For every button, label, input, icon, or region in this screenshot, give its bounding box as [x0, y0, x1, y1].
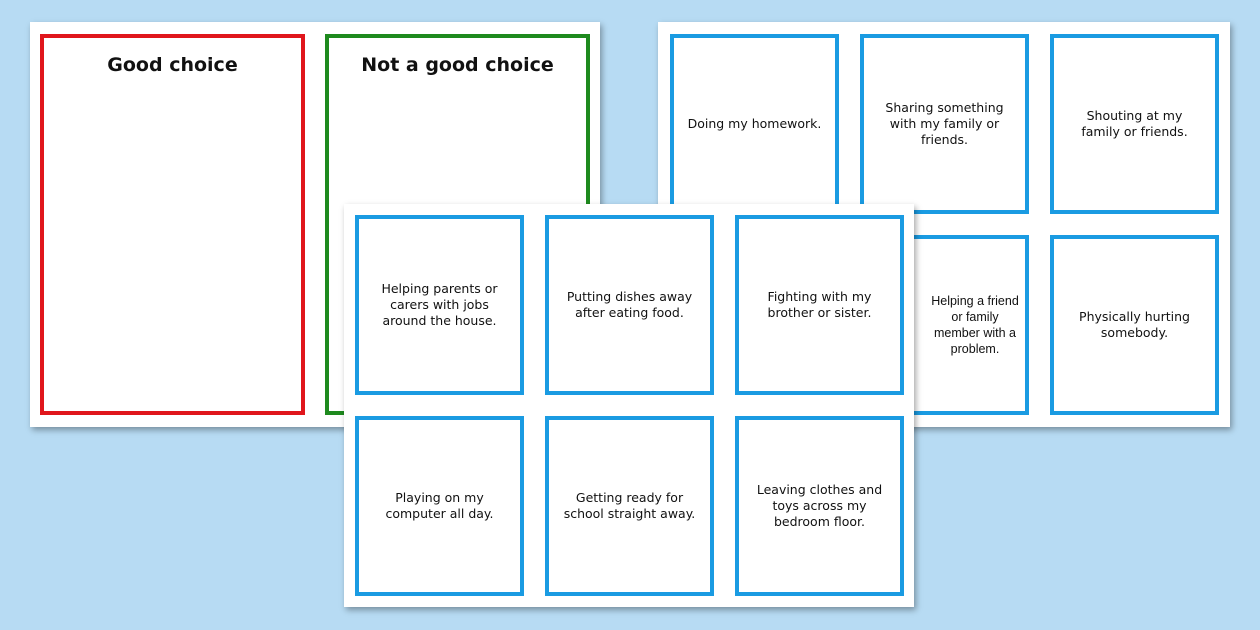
card-text: Playing on my computer all day.	[385, 490, 494, 521]
card-text: Putting dishes away after eating food.	[566, 289, 693, 320]
card: Playing on my computer all day.	[355, 416, 524, 596]
card: Getting ready for school straight away.	[545, 416, 714, 596]
cards-sheet-front: Helping parents or carers with jobs arou…	[344, 204, 914, 607]
card: Putting dishes away after eating food.	[545, 215, 714, 395]
card: Fighting with my brother or sister.	[735, 215, 904, 395]
card-text: Leaving clothes and toys across my bedro…	[756, 482, 883, 529]
card-text: Fighting with my brother or sister.	[767, 289, 872, 320]
card: Shouting at my family or friends.	[1050, 34, 1219, 214]
card: Helping parents or carers with jobs arou…	[355, 215, 524, 395]
card: Sharing something with my family or frie…	[860, 34, 1029, 214]
card: Leaving clothes and toys across my bedro…	[735, 416, 904, 596]
not-good-choice-title: Not a good choice	[361, 54, 554, 76]
good-choice-column: Good choice	[40, 34, 305, 415]
good-choice-title: Good choice	[107, 54, 238, 76]
card-text: Getting ready for school straight away.	[563, 490, 696, 521]
card-text: Helping parents or carers with jobs arou…	[381, 281, 498, 328]
card-text: Doing my homework.	[687, 116, 822, 131]
card-text: Shouting at my family or friends.	[1081, 108, 1188, 139]
card-text: Sharing something with my family or frie…	[885, 100, 1004, 147]
card-text: Physically hurting somebody.	[1079, 309, 1190, 340]
card: Doing my homework.	[670, 34, 839, 214]
card-text: Helping a friend or family member with a…	[931, 294, 1019, 356]
card: Physically hurting somebody.	[1050, 235, 1219, 415]
